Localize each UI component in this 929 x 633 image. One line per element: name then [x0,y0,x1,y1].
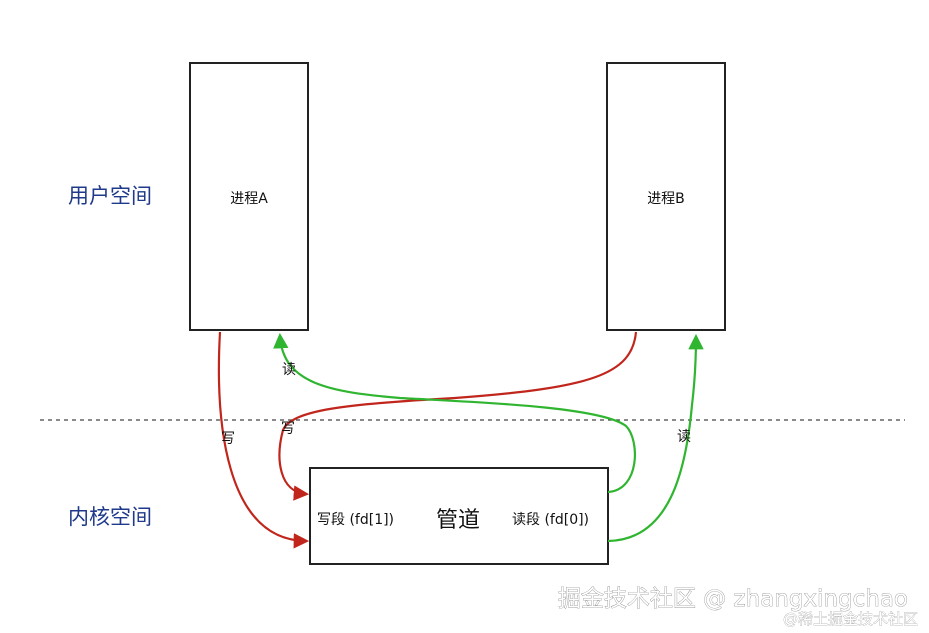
process-b-write-arrow [278,331,638,501]
watermark-sub: @稀土掘金技术社区 [783,610,918,628]
watermark-main: 掘金技术社区 @ zhangxingchao [558,586,908,612]
process-a-write-arrow-label: 写 [221,431,235,447]
process-a-read-arrow-label: 读 [282,361,296,378]
process-a-label: 进程A [230,191,268,207]
process-b-label: 进程B [647,191,685,207]
pipe-box [309,467,609,565]
pipe-read-end-label: 读段 (fd[0]) [512,511,589,528]
process-a-write-arrow [217,331,310,549]
process-b-write-arrow-label: 写 [281,421,295,437]
user-space-label: 用户空间 [68,184,152,208]
pipe-title: 管道 [436,508,480,533]
process-b-box [606,62,726,331]
kernel-space-label: 内核空间 [68,505,152,529]
process-a-box [189,62,309,331]
process-b-read-arrow-label: 读 [677,428,691,445]
pipe-write-end-label: 写段 (fd[1]) [317,512,394,528]
process-a-read-arrow [273,332,636,494]
process-b-read-arrow [607,333,704,543]
